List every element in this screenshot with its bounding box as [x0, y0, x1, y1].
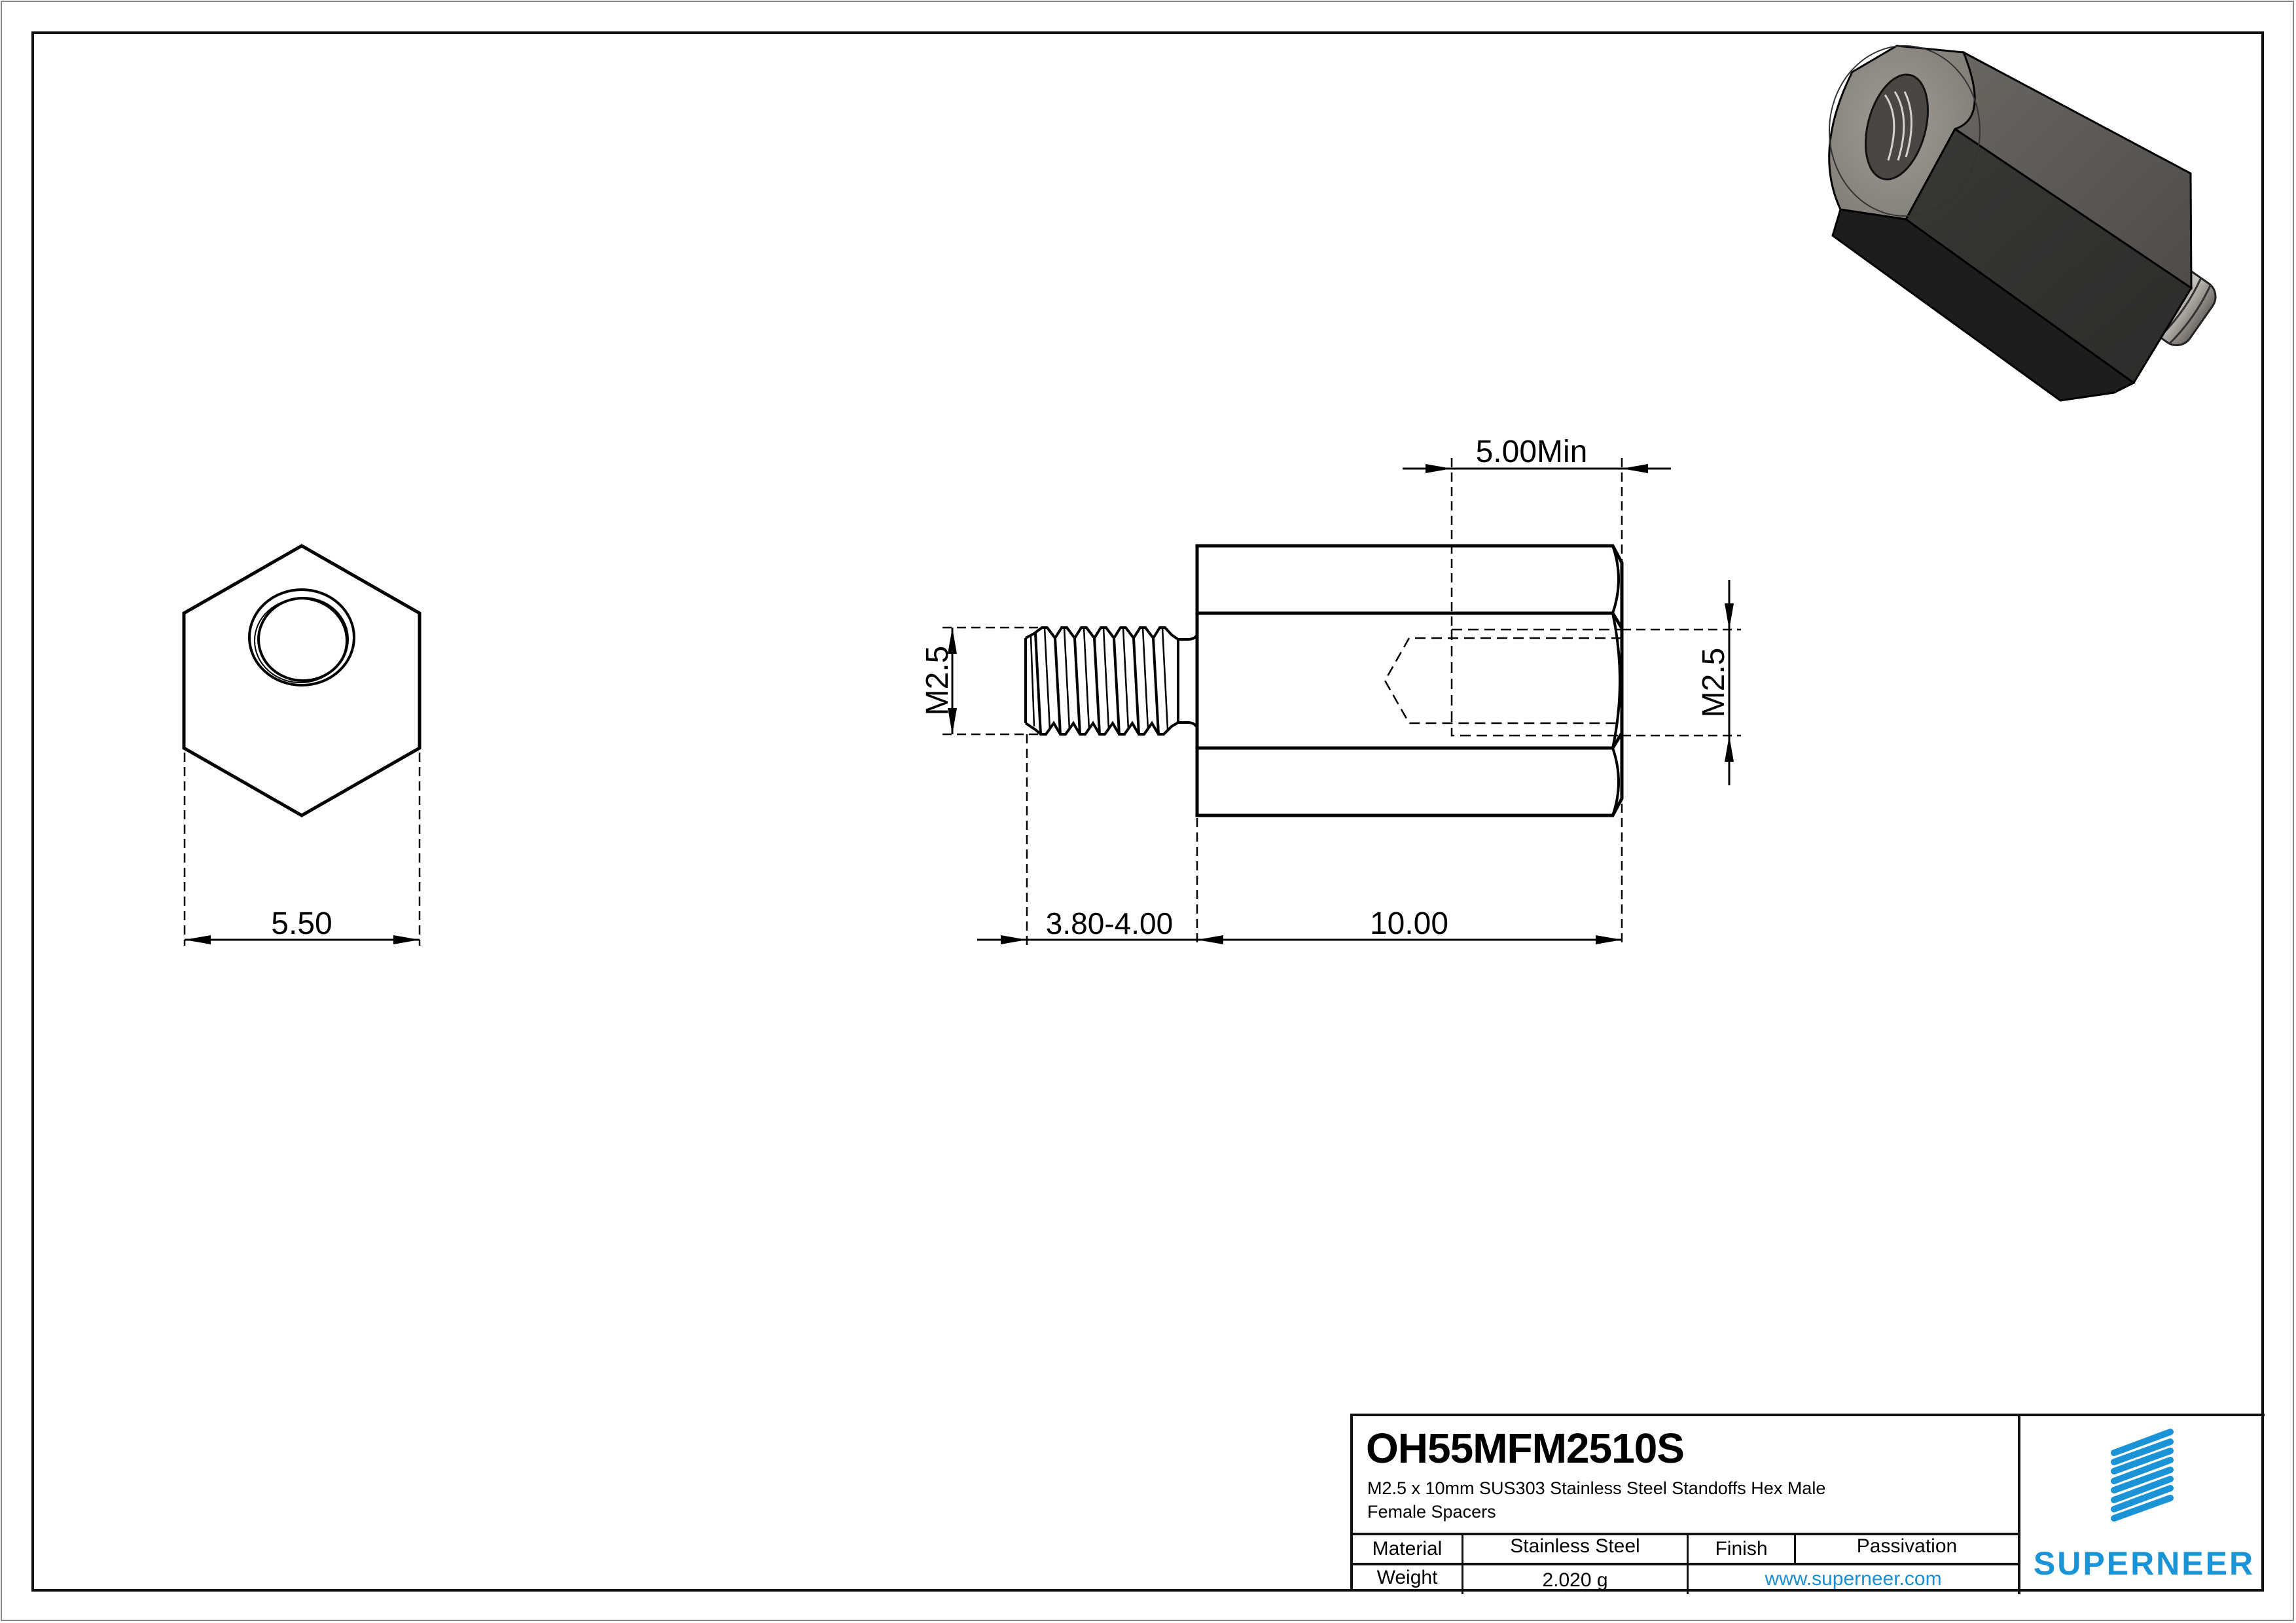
thread-inner-circle [257, 597, 349, 682]
brand-name: SUPERNEER [2033, 1545, 2255, 1582]
front-hex-view: 5.50 [182, 544, 422, 946]
part-description: M2.5 x 10mm SUS303 Stainless Steel Stand… [1367, 1476, 1956, 1524]
material-label: Material [1372, 1538, 1443, 1560]
finish-value: Passivation [1856, 1535, 1958, 1557]
title-block: OH55MFM2510S M2.5 x 10mm SUS303 Stainles… [1350, 1414, 2265, 1594]
thread-outer-circle [248, 588, 355, 687]
dim-width-label: 5.50 [271, 906, 332, 941]
hex-body-outline [1195, 544, 1624, 817]
weight-label: Weight [1376, 1567, 1438, 1588]
hidden-internal-thread [1384, 628, 1622, 737]
part-number: OH55MFM2510S [1366, 1425, 1685, 1472]
dim-stud-length-label: 3.80-4.00 [1046, 906, 1173, 940]
hex-outline [182, 544, 422, 817]
dim-body-length-label: 10.00 [1370, 906, 1448, 941]
superneer-logo-icon [2111, 1429, 2174, 1522]
dim-female-thread-label: M2.5 [1696, 648, 1731, 718]
inner-frame [31, 31, 2264, 1592]
iso-3d-render [1828, 45, 2217, 402]
description-line-1: M2.5 x 10mm SUS303 Stainless Steel Stand… [1367, 1478, 1826, 1498]
dim-thread-depth-label: 5.00Min [1476, 435, 1588, 469]
male-thread [1024, 626, 1198, 736]
weight-value: 2.020 g [1542, 1569, 1608, 1591]
dim-male-thread-label: M2.5 [920, 646, 955, 716]
side-view: 5.00Min M2.5 M2.5 3.80-4.00 10.00 [920, 435, 1741, 946]
finish-label: Finish [1715, 1538, 1768, 1560]
website-link[interactable]: www.superneer.com [1765, 1568, 1942, 1590]
description-line-2: Female Spacers [1367, 1502, 1496, 1522]
material-value: Stainless Steel [1510, 1535, 1640, 1557]
